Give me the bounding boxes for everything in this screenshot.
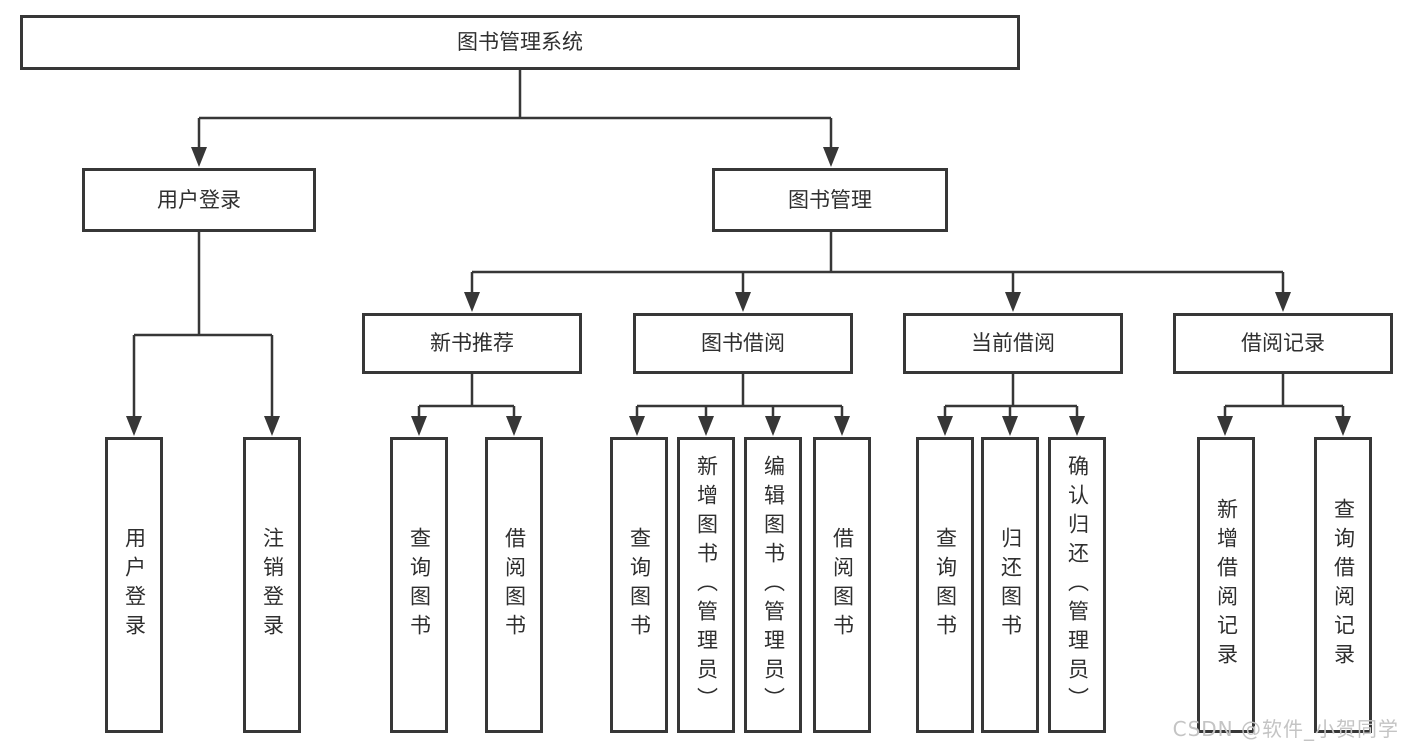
arrowhead: [937, 416, 953, 436]
leaf-logout: 注销登录: [243, 437, 301, 733]
arrowhead: [264, 416, 280, 436]
node-root: 图书管理系统: [20, 15, 1020, 70]
node-current-borrow: 当前借阅: [903, 313, 1123, 374]
leaf-borrow-book-2: 借阅图书: [813, 437, 871, 733]
arrowhead: [629, 416, 645, 436]
leaf-query-book-2: 查询图书: [610, 437, 668, 733]
arrowhead: [411, 416, 427, 436]
connector-bookborrow-leaves: [637, 374, 842, 408]
leaf-confirm-return-admin: 确认归还（管理员）: [1048, 437, 1106, 733]
leaf-label: 查询图书: [933, 527, 958, 643]
csdn-watermark: CSDN @软件_小贺同学: [1172, 717, 1399, 741]
node-book-management-label: 图书管理: [788, 187, 872, 212]
leaf-label: 查询借阅记录: [1331, 498, 1356, 672]
arrowhead: [765, 416, 781, 436]
arrowhead: [1275, 292, 1291, 312]
node-user-login: 用户登录: [82, 168, 316, 232]
node-borrow-record: 借阅记录: [1173, 313, 1393, 374]
connector-newbook-leaves: [419, 374, 514, 408]
leaf-label: 编辑图书（管理员）: [761, 454, 786, 716]
connector-currentborrow-leaves: [945, 374, 1077, 408]
leaf-label: 确认归还（管理员）: [1065, 454, 1090, 716]
arrowhead: [735, 292, 751, 312]
leaf-label: 借阅图书: [830, 527, 855, 643]
leaf-edit-book-admin: 编辑图书（管理员）: [744, 437, 802, 733]
connector-bookmgmt-level3: [472, 232, 1283, 274]
leaf-label: 借阅图书: [502, 527, 527, 643]
leaf-label: 归还图书: [998, 527, 1023, 643]
leaf-query-borrow-record: 查询借阅记录: [1314, 437, 1372, 733]
arrowhead: [506, 416, 522, 436]
connector-root-level2: [199, 70, 831, 120]
arrowhead: [464, 292, 480, 312]
leaf-borrow-book-1: 借阅图书: [485, 437, 543, 733]
connector-borrowrecord-leaves: [1225, 374, 1343, 408]
node-current-borrow-label: 当前借阅: [971, 331, 1055, 355]
leaf-label: 用户登录: [122, 527, 147, 643]
leaf-label: 查询图书: [627, 527, 652, 643]
connector-userlogin-leaves: [134, 232, 272, 337]
leaf-label: 注销登录: [260, 527, 285, 643]
arrowhead: [698, 416, 714, 436]
leaf-query-book-1: 查询图书: [390, 437, 448, 733]
leaf-user-login: 用户登录: [105, 437, 163, 733]
arrowhead: [1069, 416, 1085, 436]
arrowhead: [1217, 416, 1233, 436]
arrowhead: [1002, 416, 1018, 436]
node-new-book-recommend-label: 新书推荐: [430, 331, 514, 355]
arrowhead: [191, 147, 207, 167]
arrowhead: [823, 147, 839, 167]
node-book-borrow: 图书借阅: [633, 313, 853, 374]
leaf-add-book-admin: 新增图书（管理员）: [677, 437, 735, 733]
leaf-label: 查询图书: [407, 527, 432, 643]
node-borrow-record-label: 借阅记录: [1241, 331, 1325, 355]
arrowhead: [1005, 292, 1021, 312]
node-book-borrow-label: 图书借阅: [701, 331, 785, 355]
leaf-query-book-3: 查询图书: [916, 437, 974, 733]
leaf-add-borrow-record: 新增借阅记录: [1197, 437, 1255, 733]
node-new-book-recommend: 新书推荐: [362, 313, 582, 374]
arrowhead: [1335, 416, 1351, 436]
leaf-return-book: 归还图书: [981, 437, 1039, 733]
arrowhead: [834, 416, 850, 436]
node-user-login-label: 用户登录: [157, 187, 241, 212]
node-book-management: 图书管理: [712, 168, 948, 232]
leaf-label: 新增图书（管理员）: [694, 454, 719, 716]
node-root-label: 图书管理系统: [457, 30, 583, 54]
leaf-label: 新增借阅记录: [1214, 498, 1239, 672]
arrowhead: [126, 416, 142, 436]
